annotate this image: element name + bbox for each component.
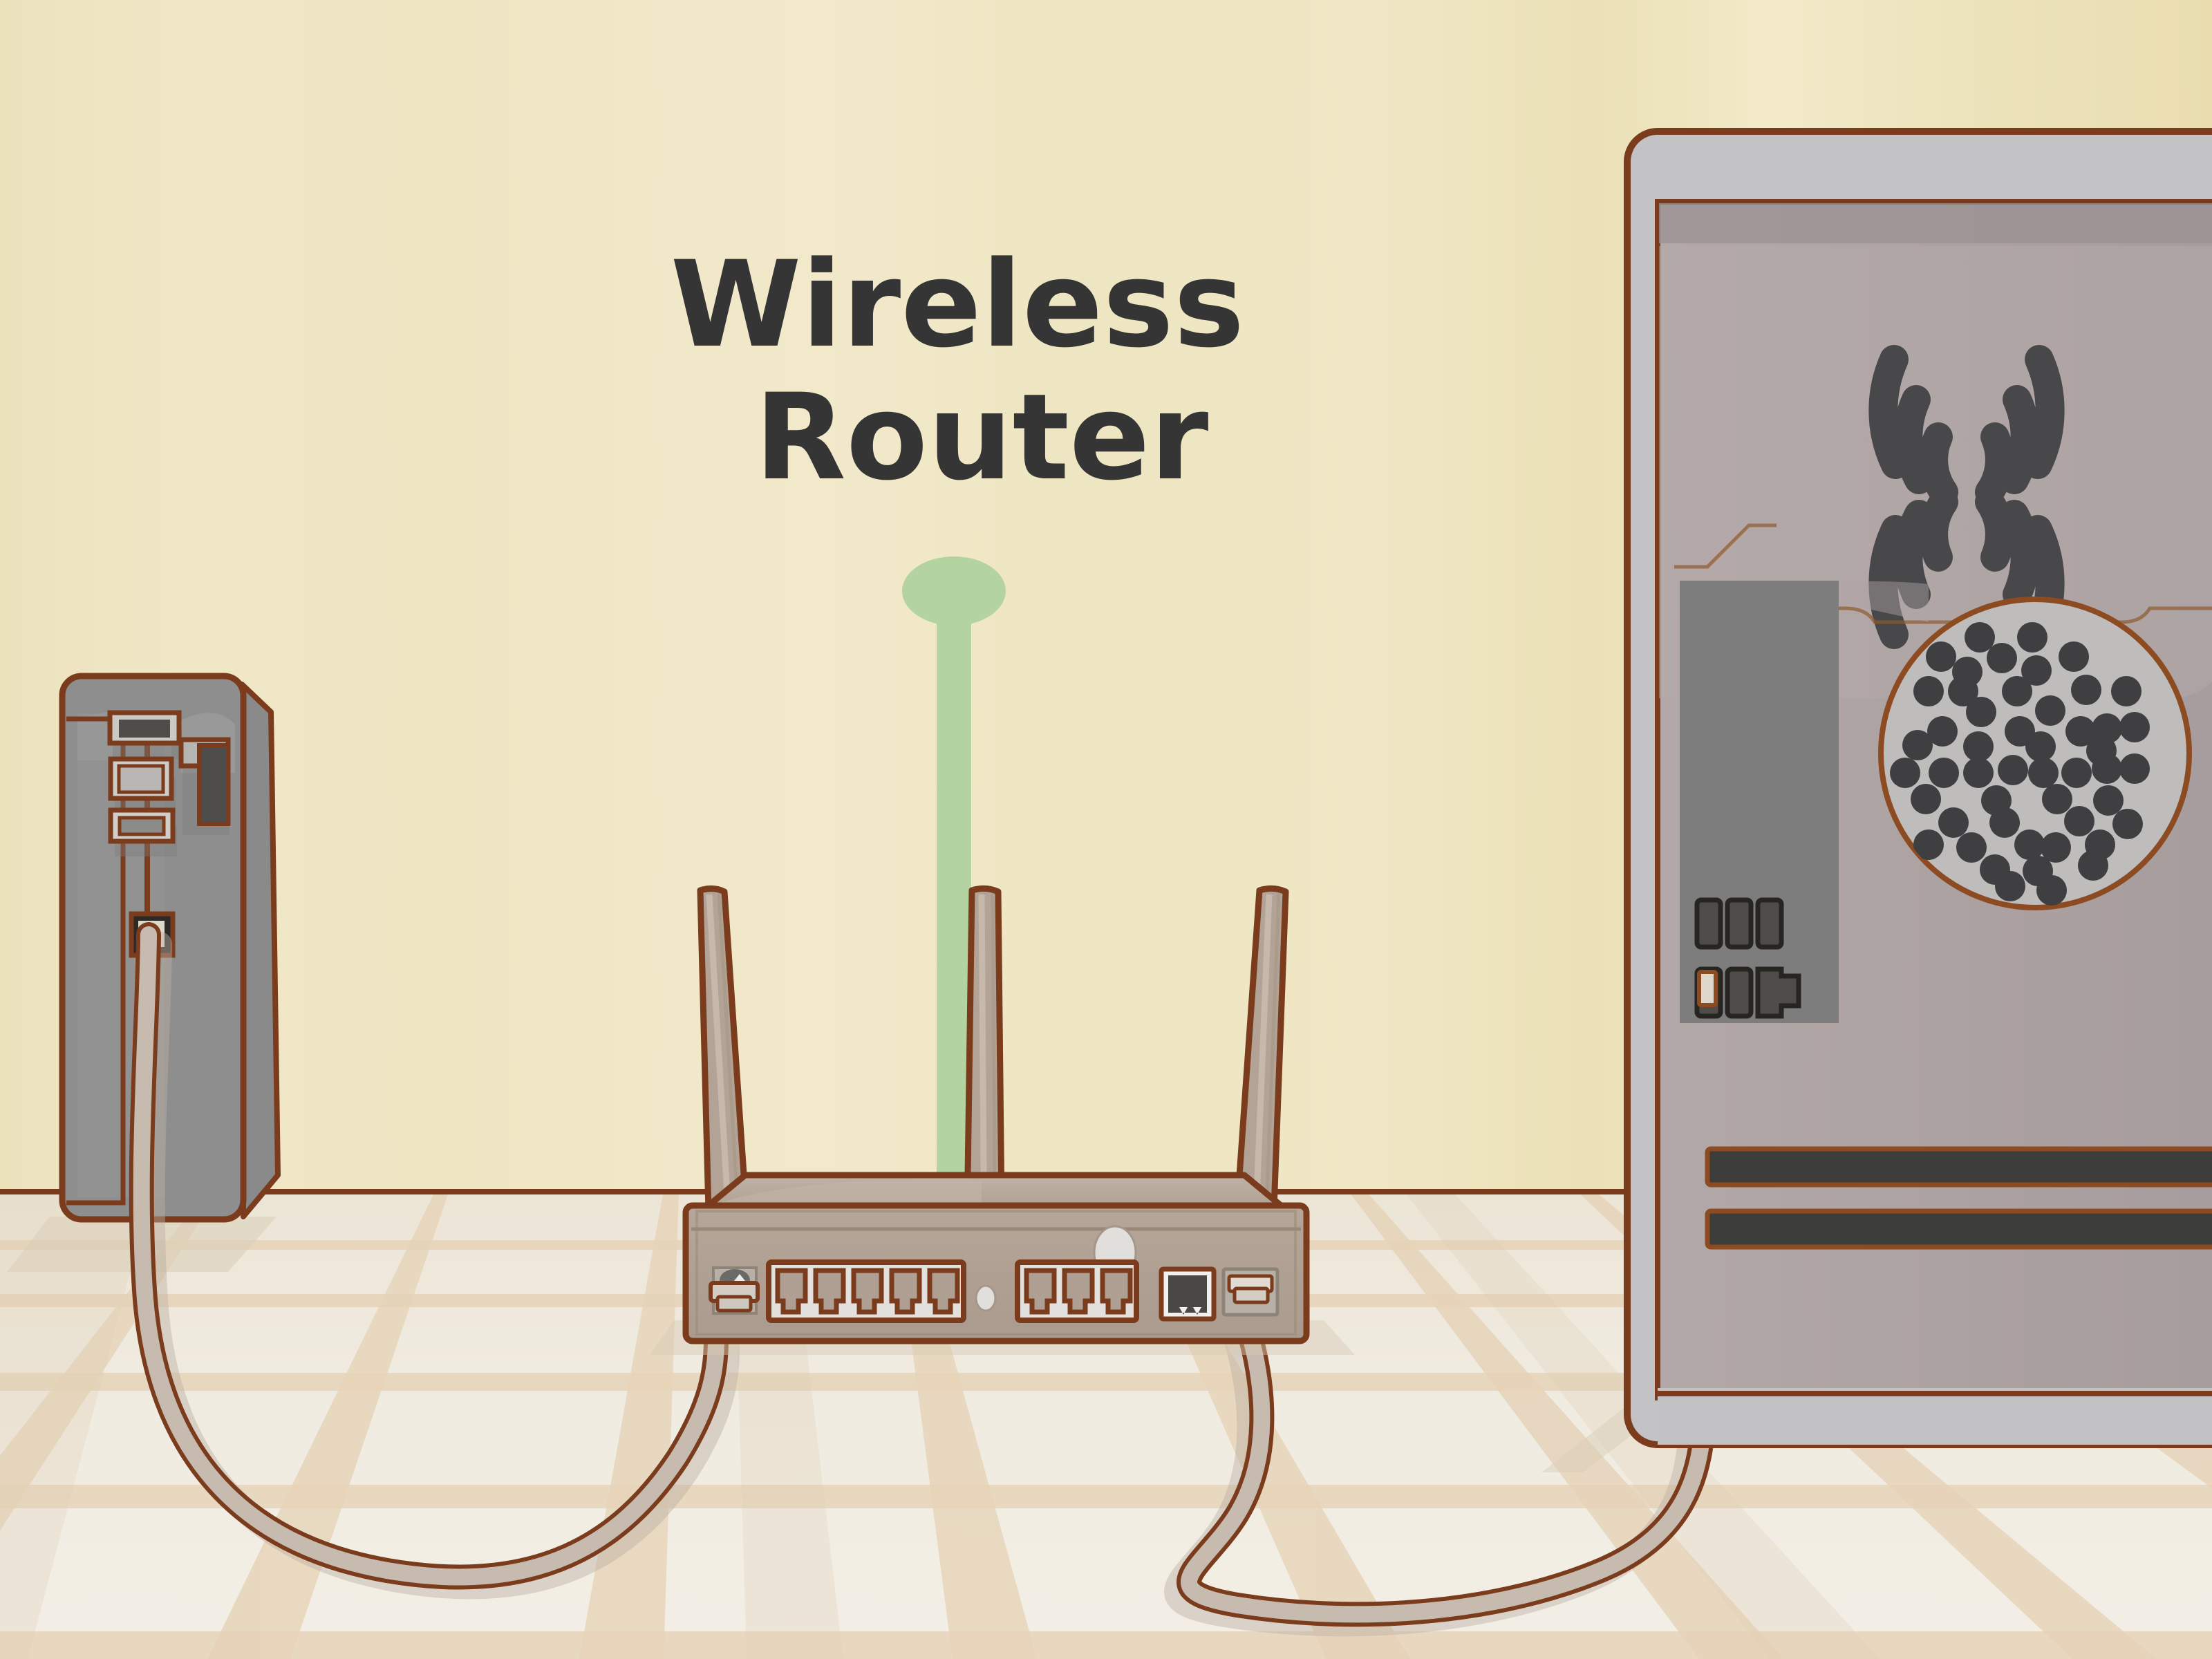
io-ethernet-plug: [1697, 970, 1718, 1007]
wan-port[interactable]: [709, 1266, 760, 1315]
pc-bottom-bezel: [1658, 1388, 2212, 1445]
modem-trace-outline: [66, 716, 126, 1206]
io-port-top-2: [1725, 897, 1754, 950]
router-top-highlight: [709, 1179, 982, 1208]
io-port-top-3: [1755, 897, 1784, 950]
page-title: Wireless Router: [671, 235, 1245, 507]
io-port-bottom-3: [1755, 966, 1801, 1019]
expansion-slot-1: [1705, 1146, 2212, 1188]
pc-contour-1: [1674, 523, 1777, 569]
lan-port-group[interactable]: [766, 1259, 966, 1323]
psu-fan-grille: [1868, 345, 2065, 649]
modem-side-face: [239, 682, 281, 1219]
io-port-row-top[interactable]: [1694, 897, 1784, 950]
circular-case-vent: [1878, 597, 2192, 910]
rear-io-panel: [1680, 581, 1839, 1023]
wireless-router: [650, 885, 1355, 1355]
cable-modem-core: [133, 926, 724, 1586]
modem-status-port: [108, 756, 176, 816]
pointer-head: [902, 556, 1006, 626]
modem-vent-panel: [178, 737, 231, 835]
usb-port[interactable]: [1159, 1266, 1217, 1322]
power-port[interactable]: [1221, 1267, 1280, 1317]
desktop-pc-tower: [1541, 128, 2212, 1472]
pc-top-strip: [1659, 203, 2212, 243]
expansion-slot-covers: [1705, 1146, 2212, 1250]
io-shield: [1680, 581, 1839, 1023]
modem-aux-port: [108, 807, 177, 856]
secondary-port-group[interactable]: [1015, 1259, 1139, 1323]
modem-coax-port: [107, 710, 182, 759]
title-line-1: Wireless: [671, 235, 1245, 374]
router-inner-border: [695, 1210, 1297, 1335]
pc-contour-3: [2121, 606, 2212, 624]
modem-vent-dark: [197, 743, 230, 826]
pointer-stem: [937, 581, 971, 1217]
pc-contour-2: [1707, 606, 1908, 624]
reset-button[interactable]: [975, 1284, 997, 1312]
cable-modem-to-router: [129, 922, 740, 1600]
title-line-2: Router: [755, 368, 1209, 507]
io-port-top-1: [1694, 897, 1723, 950]
pointer-pin: [902, 556, 1006, 1217]
expansion-slot-2: [1705, 1208, 2212, 1250]
io-port-bottom-2: [1725, 966, 1754, 1019]
